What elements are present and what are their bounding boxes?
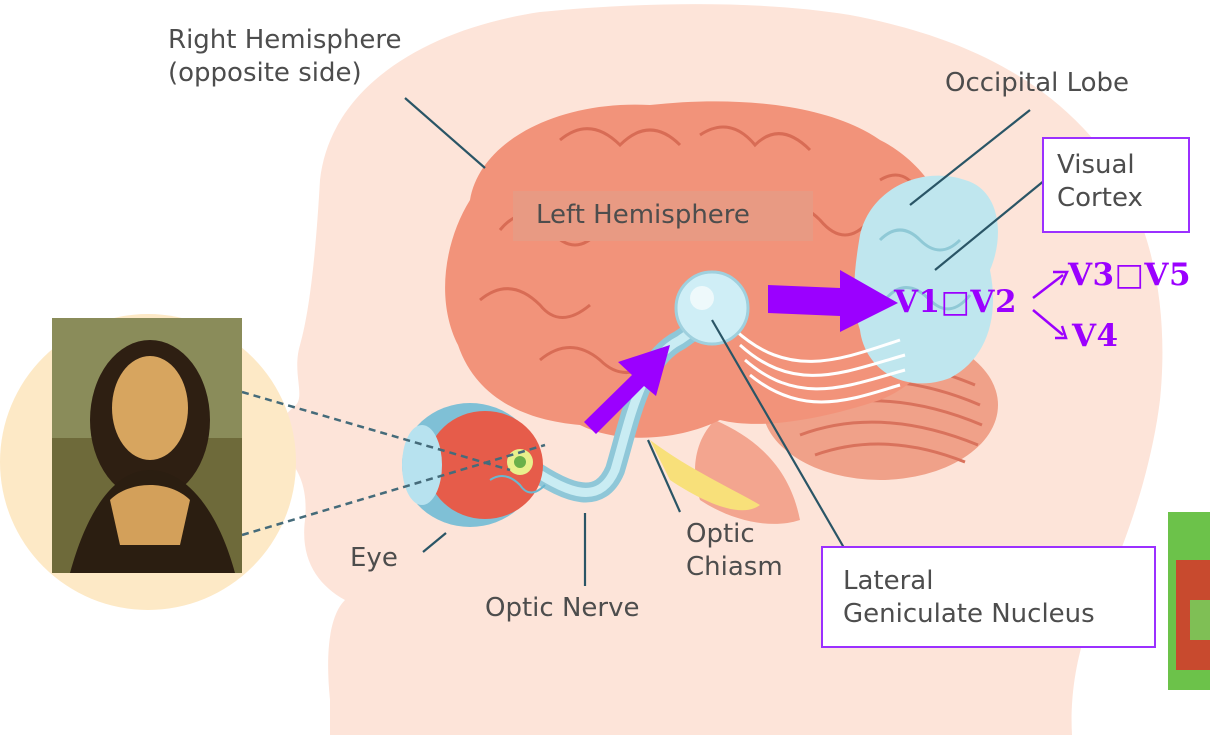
- mona-lisa-painting: [52, 318, 242, 573]
- eye-label: Eye: [350, 542, 398, 575]
- visual-cortex-label: Visual Cortex: [1057, 149, 1143, 215]
- v3-v5-label: V3□V5: [1068, 257, 1191, 293]
- v1-v2-label: V1□V2: [894, 284, 1017, 320]
- occipital-lobe-shape: [854, 176, 998, 384]
- cropped-map-thumbnail: [1168, 512, 1210, 690]
- v4-label: V4: [1072, 318, 1119, 354]
- optic-chiasm-label: Optic Chiasm: [686, 518, 783, 584]
- lgn-label: Lateral Geniculate Nucleus: [843, 565, 1095, 631]
- left-hemisphere-label: Left Hemisphere: [536, 199, 750, 232]
- occipital-lobe-label: Occipital Lobe: [945, 67, 1129, 100]
- right-hemisphere-label: Right Hemisphere (opposite side): [168, 24, 401, 90]
- lgn-sphere: [676, 272, 748, 344]
- optic-nerve-label: Optic Nerve: [485, 592, 639, 625]
